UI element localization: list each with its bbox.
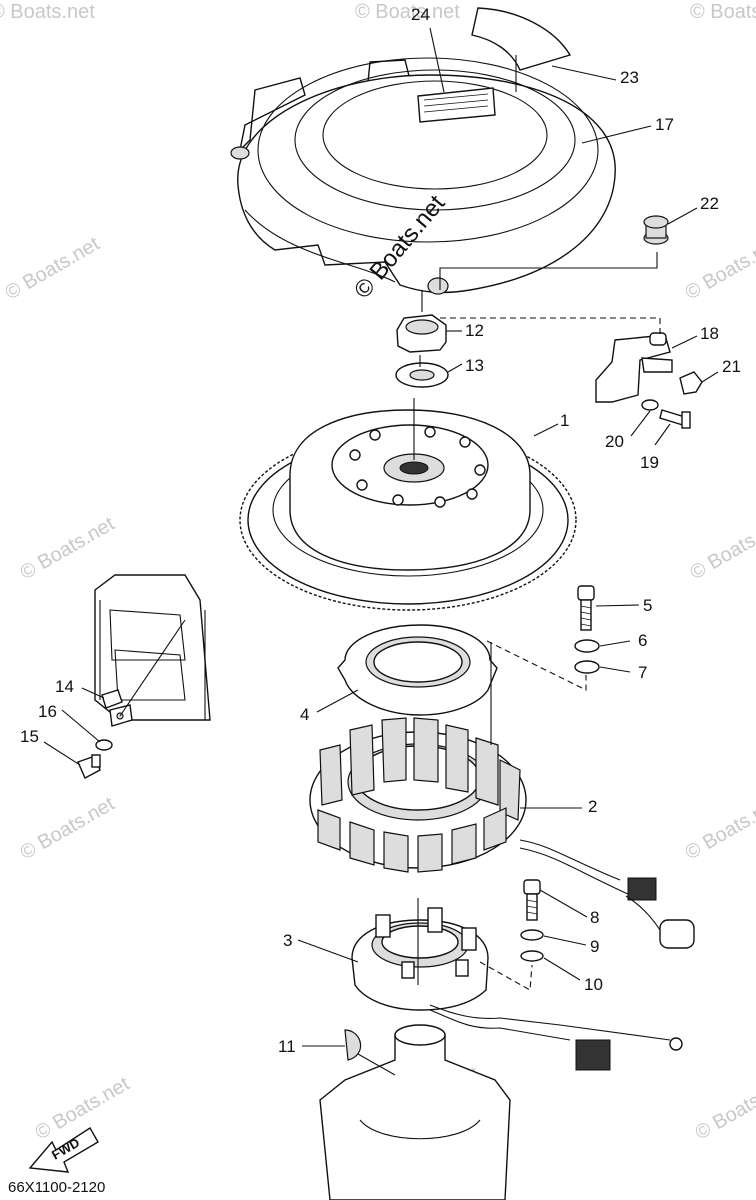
callout-22: 22 (700, 194, 719, 213)
bolt-15 (77, 754, 101, 779)
coil-3 (351, 907, 683, 1071)
engine-housing-left (94, 574, 211, 721)
callout-11: 11 (278, 1037, 296, 1056)
washer-9 (520, 929, 544, 941)
washer-16 (95, 739, 113, 751)
stator-2 (309, 717, 695, 949)
flywheel-cover (230, 57, 616, 295)
callout-23: 23 (620, 68, 639, 87)
callout-14: 14 (55, 677, 74, 696)
bracket-18 (595, 332, 673, 403)
watermark: © Boats.net (682, 793, 756, 865)
callout-16: 16 (38, 702, 57, 721)
callout-12: 12 (465, 321, 484, 340)
watermark: © Boats.net (17, 513, 119, 585)
callout-2: 2 (588, 797, 597, 816)
watermark: © Boats.net (692, 1073, 756, 1145)
watermark: © Boats.net (682, 233, 756, 305)
clip-14 (101, 689, 123, 709)
callout-5: 5 (643, 596, 652, 615)
plate-4 (337, 624, 498, 716)
callout-4: 4 (300, 705, 309, 724)
crankcase (319, 1024, 511, 1200)
leader-lines (43, 27, 719, 1076)
watermark: © Boats.net (0, 1, 95, 23)
grommet-22 (643, 215, 669, 245)
watermark: © Boats.net (687, 513, 756, 585)
callout-6: 6 (638, 631, 647, 650)
washer-10 (520, 950, 544, 962)
callout-24: 24 (411, 5, 430, 24)
washer-20 (641, 399, 659, 411)
watermark: © Boats.net (690, 1, 756, 23)
callout-21: 21 (722, 357, 741, 376)
watermark: © Boats.net (17, 793, 119, 865)
nut-12 (396, 314, 447, 353)
callout-13: 13 (465, 356, 484, 375)
bolt-8 (523, 879, 541, 921)
callout-10: 10 (584, 975, 603, 994)
callout-9: 9 (590, 937, 599, 956)
callout-17: 17 (655, 115, 674, 134)
callout-8: 8 (590, 908, 599, 927)
washer-7 (574, 660, 600, 674)
callout-20: 20 (605, 432, 624, 451)
callout-19: 19 (640, 453, 659, 472)
washer-13 (395, 362, 449, 388)
bolt-5 (577, 585, 595, 631)
decal-23 (471, 7, 572, 71)
watermark: © Boats.net (2, 233, 104, 305)
washer-6 (574, 639, 600, 653)
watermark: © Boats.net (355, 1, 460, 23)
callout-18: 18 (700, 324, 719, 343)
callout-7: 7 (638, 663, 647, 682)
clamp-21 (679, 371, 703, 395)
callout-15: 15 (20, 727, 39, 746)
callout-1: 1 (560, 411, 569, 430)
callouts: 24 23 17 22 12 13 18 21 1 20 19 5 6 7 4 … (20, 5, 741, 1056)
callout-3: 3 (283, 931, 292, 950)
flywheel-1 (239, 409, 577, 611)
diagram-code: 66X1100-2120 (8, 1179, 105, 1196)
bolt-19 (659, 409, 691, 429)
key-11 (344, 1029, 361, 1061)
